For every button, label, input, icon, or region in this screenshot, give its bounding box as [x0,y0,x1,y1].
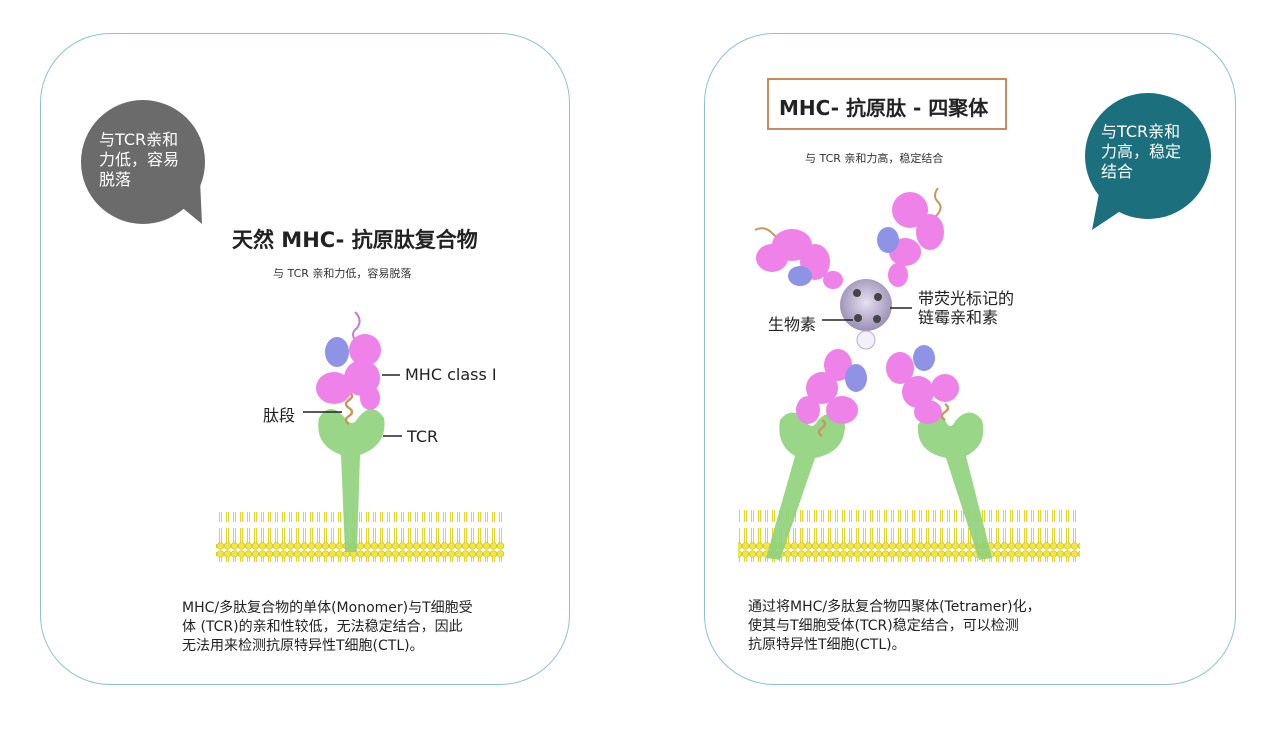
label-mhc-class-i: MHC class I [405,365,497,384]
right-biotin-dots [853,289,882,323]
bubble-left-text: 与TCR亲和 力低，容易 脱落 [99,130,180,189]
bubble-right-text: 与TCR亲和 力高，稳定 结合 [1101,122,1182,181]
right-title-box: MHC- 抗原肽 - 四聚体 [767,78,1007,130]
right-mhc-upper-right [877,187,944,287]
right-description: 通过将MHC/多肽复合物四聚体(Tetramer)化， 使其与T细胞受体(TCR… [748,599,1041,653]
label-biotin: 生物素 [768,315,817,334]
right-title: MHC- 抗原肽 - 四聚体 [779,96,989,120]
right-subtitle: 与 TCR 亲和力高，稳定结合 [805,152,944,165]
right-tcr-right [917,412,992,560]
left-tcr [318,409,385,552]
label-peptide: 肽段 [263,406,296,425]
speech-bubble-right: 与TCR亲和 力高，稳定 结合 [1085,93,1211,219]
label-streptavidin: 带荧光标记的 链霉亲和素 [918,289,1015,327]
right-membrane [738,510,1080,562]
left-label-lines [303,374,402,437]
left-membrane [216,512,504,562]
left-description: MHC/多肽复合物的单体(Monomer)与T细胞受 体 (TCR)的亲和性较低… [182,600,473,654]
right-label-lines [822,307,912,321]
speech-bubble-left: 与TCR亲和 力低，容易 脱落 [81,100,205,224]
left-mhc-class-i [316,311,381,410]
left-subtitle: 与 TCR 亲和力低，容易脱落 [273,267,412,280]
left-title: 天然 MHC- 抗原肽复合物 [232,228,478,252]
right-mhc-lower-right [886,345,959,424]
right-mhc-upper-left [754,227,843,289]
right-streptavidin [840,279,892,350]
right-mhc-lower-left [796,349,867,438]
right-tcr-left [766,412,845,560]
label-tcr: TCR [407,427,439,446]
left-peptide [344,390,354,426]
